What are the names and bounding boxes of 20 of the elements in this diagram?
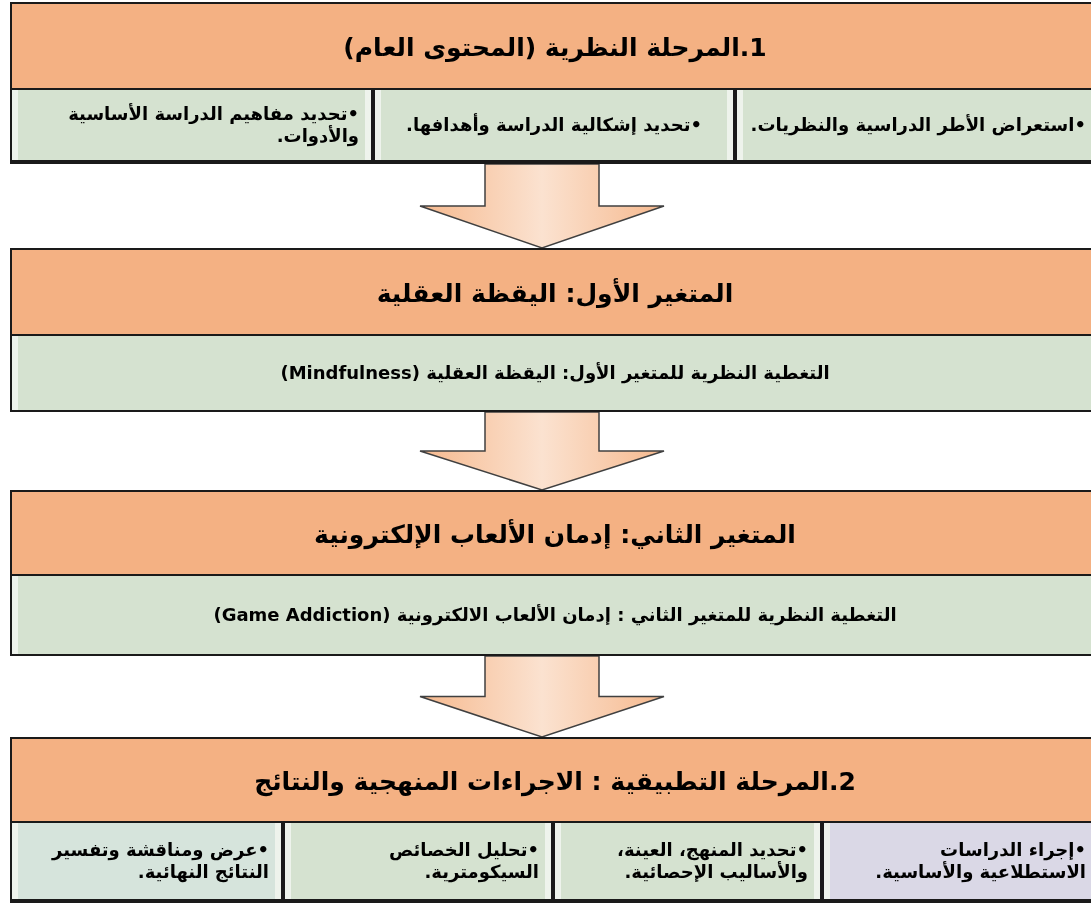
section-panel	[10, 2, 1091, 164]
block-arrow	[419, 655, 665, 738]
topic-box: •استعراض الأطر الدراسية والنظريات.	[735, 88, 1091, 162]
topic-box: التغطية النظرية للمتغير الأول: اليقظة العقلية (Mindfulness)	[10, 334, 1091, 412]
topic-box: التغطية النظرية للمتغير الثاني : إدمان الألعاب الالكترونية (Game Addiction)	[10, 574, 1091, 656]
topic-box: •تحليل الخصائص السيكومترية.	[283, 821, 553, 901]
section-heading: 2.المرحلة التطبيقية : الاجراءات المنهجية والنتائج	[254, 766, 856, 796]
topic-box: •تحديد مفاهيم الدراسة الأساسية والأدوات.	[10, 88, 373, 162]
section-panel	[10, 737, 1091, 903]
topic-box: •عرض ومناقشة وتفسير النتائج النهائية.	[10, 821, 283, 901]
topic-box: •تحديد المنهج، العينة، والأساليب الإحصائية.	[553, 821, 822, 901]
topic-box: •إجراء الدراسات الاستطلاعية والأساسية.	[822, 821, 1091, 901]
block-arrow	[419, 163, 665, 249]
section-heading: المتغير الأول: اليقظة العقلية	[376, 278, 734, 308]
section-panel	[10, 248, 1091, 412]
section-panel	[10, 490, 1091, 656]
topic-box: •تحديد إشكالية الدراسة وأهدافها.	[373, 88, 735, 162]
section-heading: 1.المرحلة النظرية (المحتوى العام)	[343, 32, 767, 62]
section-heading: المتغير الثاني: إدمان الألعاب الإلكترونية	[314, 519, 796, 549]
block-arrow	[419, 411, 665, 491]
